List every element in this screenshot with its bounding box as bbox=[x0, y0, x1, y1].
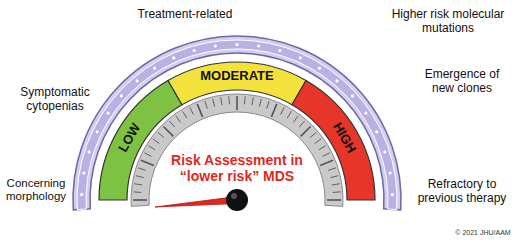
zone-label: MODERATE bbox=[192, 69, 282, 84]
dial-tick bbox=[293, 116, 298, 122]
ring-dot bbox=[82, 171, 85, 174]
dial-tick bbox=[136, 176, 144, 178]
risk-factor-label: Higher risk molecular mutations bbox=[385, 8, 511, 36]
ring-dot bbox=[172, 56, 175, 59]
dial-tick bbox=[153, 139, 159, 144]
dial-tick bbox=[158, 132, 164, 137]
dial-tick bbox=[141, 160, 154, 165]
dial-tick bbox=[310, 132, 316, 137]
dial-tick bbox=[221, 97, 222, 105]
risk-factor-label: Treatment-related bbox=[120, 8, 250, 22]
dial-tick bbox=[301, 126, 311, 136]
gauge-title: Risk Assessment in “lower risk” MDS bbox=[162, 152, 312, 184]
ring-dot bbox=[235, 43, 238, 46]
dial-tick bbox=[133, 199, 147, 201]
outer-ring bbox=[73, 36, 401, 210]
dial-tick bbox=[259, 99, 261, 107]
dial-tick bbox=[244, 96, 246, 104]
dial-tick bbox=[281, 107, 285, 114]
ring-dot bbox=[383, 150, 386, 153]
dial-tick bbox=[228, 96, 230, 104]
ring-dot bbox=[88, 150, 91, 153]
dial-tick bbox=[183, 111, 187, 118]
dial-tick bbox=[299, 121, 304, 127]
dial-tick bbox=[163, 126, 173, 136]
ring-dot bbox=[351, 94, 354, 97]
dial-tick bbox=[328, 168, 336, 170]
dial-tick bbox=[287, 111, 291, 118]
knob-highlight bbox=[231, 193, 237, 199]
ring-dot bbox=[120, 94, 123, 97]
ring-dot bbox=[80, 193, 83, 196]
dial-tick bbox=[252, 97, 253, 105]
dial-tick bbox=[190, 107, 194, 114]
ring-dot bbox=[135, 79, 138, 82]
risk-factor-label: Concerning morphology bbox=[2, 177, 70, 203]
ring-dot bbox=[214, 44, 217, 47]
risk-factor-label: Refractory to previous therapy bbox=[412, 178, 512, 206]
dial-tick bbox=[267, 101, 269, 109]
needle bbox=[155, 197, 237, 207]
dial-tick bbox=[197, 104, 202, 117]
dial-tick bbox=[144, 153, 151, 157]
risk-factor-label: Emergence of new clones bbox=[417, 68, 507, 96]
ring-dot bbox=[278, 49, 281, 52]
dial-tick bbox=[330, 176, 338, 178]
dial-tick bbox=[319, 146, 326, 150]
ring-dot bbox=[318, 67, 321, 70]
dial-tick bbox=[133, 191, 141, 193]
dial-tick bbox=[138, 168, 146, 170]
dial-tick bbox=[315, 139, 321, 144]
ring-dot bbox=[375, 130, 378, 133]
copyright-note: © 2021 JHU/AAM bbox=[448, 229, 518, 237]
ring-dot bbox=[389, 171, 392, 174]
ring-dot bbox=[193, 49, 196, 52]
ring-dot bbox=[96, 130, 99, 133]
ring-dot bbox=[391, 193, 394, 196]
dial-tick bbox=[333, 191, 341, 193]
risk-factor-label: Symptomatic cytopenias bbox=[7, 86, 103, 114]
dial-tick bbox=[327, 199, 341, 201]
dial-tick bbox=[332, 184, 340, 185]
dial-tick bbox=[134, 184, 142, 185]
ring-dot bbox=[257, 44, 260, 47]
dial-tick bbox=[148, 146, 155, 150]
dial-tick bbox=[205, 101, 207, 109]
gauge bbox=[73, 36, 401, 211]
ring-dot bbox=[299, 56, 302, 59]
dial-tick bbox=[271, 104, 276, 117]
dial-tick bbox=[176, 116, 181, 122]
dial-tick bbox=[236, 96, 238, 110]
ring-dot bbox=[106, 111, 109, 114]
needle-knob bbox=[226, 189, 248, 211]
dial-tick bbox=[323, 153, 330, 157]
ring-dot bbox=[335, 79, 338, 82]
dial-tick bbox=[213, 99, 215, 107]
dial-tick bbox=[169, 121, 174, 127]
outer-ring-band bbox=[77, 40, 397, 210]
ring-dot bbox=[153, 67, 156, 70]
ring-dot bbox=[364, 111, 367, 114]
dial-tick bbox=[320, 160, 333, 165]
